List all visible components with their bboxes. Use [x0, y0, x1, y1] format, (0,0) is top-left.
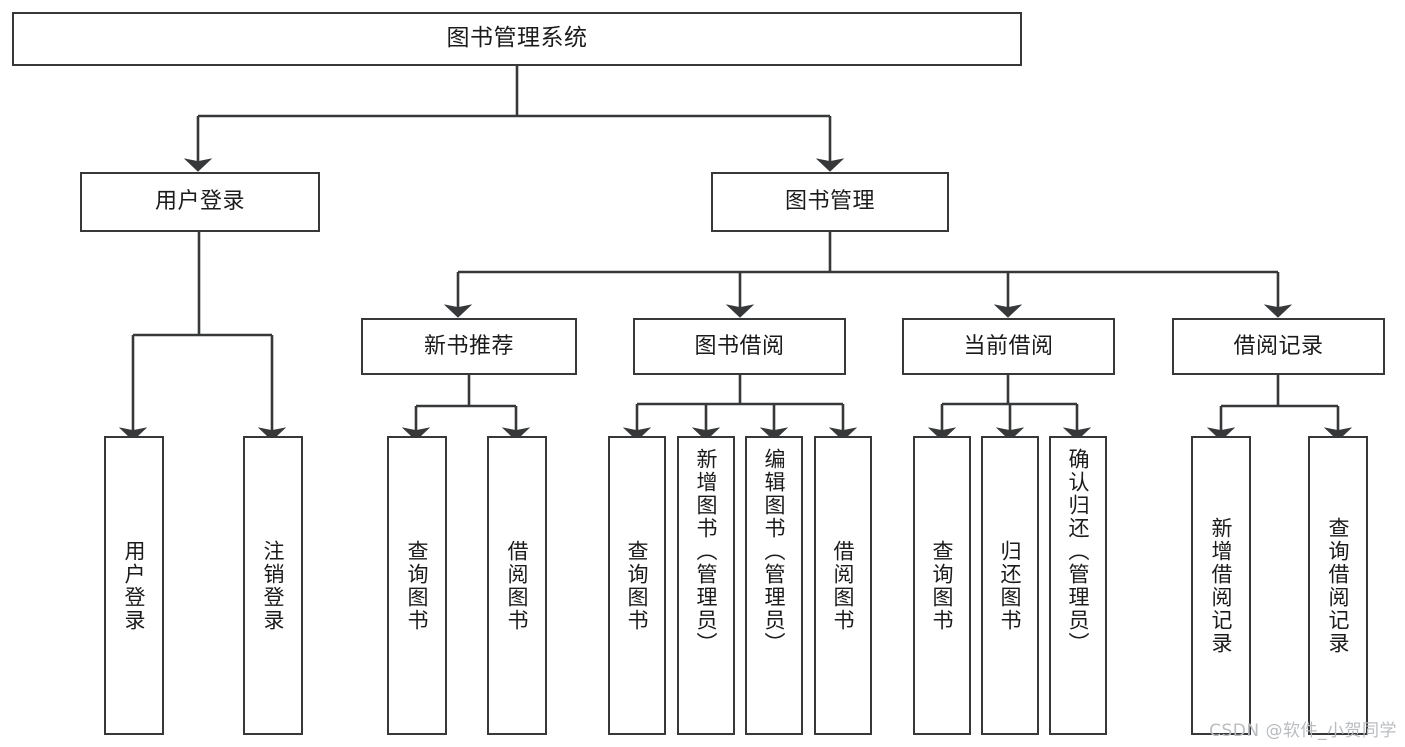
node-label: 编辑图书（管理员） [762, 448, 787, 655]
leaf-book-borrow-borrow-book[interactable]: 借阅图书 [814, 436, 872, 735]
node-label: 借阅图书 [831, 539, 856, 632]
node-book-management[interactable]: 图书管理 [711, 172, 949, 232]
node-label: 图书管理 [784, 189, 875, 215]
node-label: 新书推荐 [423, 333, 514, 359]
node-label: 查询图书 [625, 539, 650, 632]
leaf-borrow-record-add-record[interactable]: 新增借阅记录 [1191, 436, 1251, 735]
node-label: 新增图书（管理员） [694, 448, 719, 655]
leaf-current-borrow-query-book[interactable]: 查询图书 [913, 436, 971, 735]
leaf-user-login-logout[interactable]: 注销登录 [243, 436, 303, 735]
node-label: 用户登录 [154, 189, 245, 215]
node-label: 借阅记录 [1233, 333, 1324, 359]
node-label: 归还图书 [998, 539, 1023, 632]
node-label: 用户登录 [122, 539, 147, 632]
node-user-login[interactable]: 用户登录 [80, 172, 320, 232]
node-label: 确认归还（管理员） [1066, 448, 1091, 655]
node-label: 查询借阅记录 [1326, 516, 1351, 655]
node-borrow-record[interactable]: 借阅记录 [1172, 318, 1385, 375]
leaf-book-borrow-edit-book-admin[interactable]: 编辑图书（管理员） [745, 436, 803, 735]
node-current-borrow[interactable]: 当前借阅 [902, 318, 1115, 375]
node-label: 借阅图书 [505, 539, 530, 632]
leaf-book-borrow-query-book[interactable]: 查询图书 [608, 436, 666, 735]
node-label: 图书管理系统 [446, 25, 588, 52]
leaf-book-borrow-add-book-admin[interactable]: 新增图书（管理员） [677, 436, 735, 735]
leaf-current-borrow-confirm-return-admin[interactable]: 确认归还（管理员） [1049, 436, 1107, 735]
leaf-current-borrow-return-book[interactable]: 归还图书 [981, 436, 1039, 735]
csdn-watermark: CSDN @软件_小贺同学 [1209, 721, 1397, 741]
node-label: 当前借阅 [963, 333, 1054, 359]
node-root-book-management-system[interactable]: 图书管理系统 [12, 12, 1022, 66]
node-label: 注销登录 [261, 539, 286, 632]
leaf-new-book-borrow-book[interactable]: 借阅图书 [487, 436, 547, 735]
leaf-borrow-record-query-record[interactable]: 查询借阅记录 [1308, 436, 1368, 735]
node-label: 查询图书 [405, 539, 430, 632]
leaf-user-login-login[interactable]: 用户登录 [104, 436, 164, 735]
node-book-borrow[interactable]: 图书借阅 [633, 318, 846, 375]
node-label: 查询图书 [930, 539, 955, 632]
node-new-book-recommend[interactable]: 新书推荐 [361, 318, 577, 375]
node-label: 新增借阅记录 [1209, 516, 1234, 655]
node-label: 图书借阅 [694, 333, 785, 359]
leaf-new-book-query-book[interactable]: 查询图书 [387, 436, 447, 735]
